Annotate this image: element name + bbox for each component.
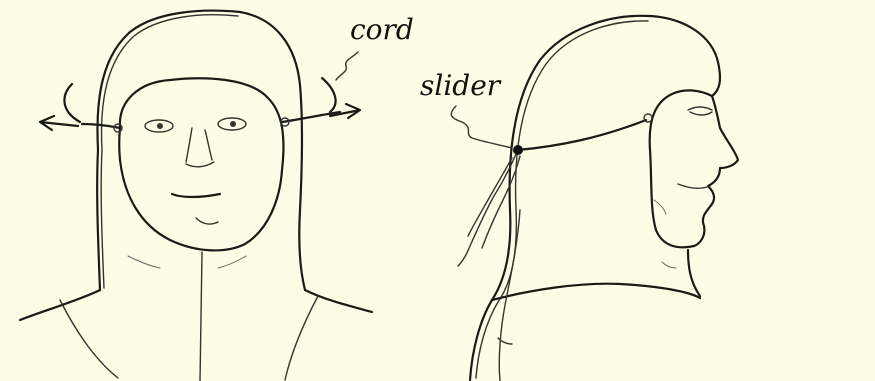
side-hood-back (470, 16, 720, 380)
front-left-arrow (40, 84, 80, 130)
side-neck (688, 250, 700, 296)
front-right-pupil (230, 121, 236, 127)
front-left-pupil (157, 123, 163, 129)
side-profile (694, 96, 738, 246)
slider-label: slider (420, 72, 500, 100)
side-front-slider (644, 114, 652, 122)
slider-label-pointer (451, 106, 512, 148)
side-slider-knot (513, 145, 523, 155)
side-eye (688, 107, 712, 115)
front-chin (196, 218, 218, 224)
front-view-figure (20, 11, 372, 381)
side-shoulder (492, 284, 700, 300)
front-collar-left (60, 300, 118, 378)
side-mouth (678, 184, 710, 188)
cord-label-pointer (336, 52, 358, 80)
front-hood-outline (97, 11, 305, 290)
side-cord-end-1 (458, 154, 516, 266)
front-face-opening (119, 78, 283, 250)
front-nose (186, 128, 214, 167)
front-mouth (172, 194, 220, 197)
side-cord-end-3 (468, 158, 512, 236)
front-collar-right (285, 296, 318, 380)
side-cord-end-2 (482, 156, 520, 248)
front-shading (128, 256, 246, 268)
front-left-shoulder (20, 290, 100, 320)
cord-label: cord (350, 16, 414, 44)
front-hood-outline-double (101, 15, 238, 288)
front-center-seam (200, 252, 202, 381)
side-cord-line (518, 120, 646, 150)
